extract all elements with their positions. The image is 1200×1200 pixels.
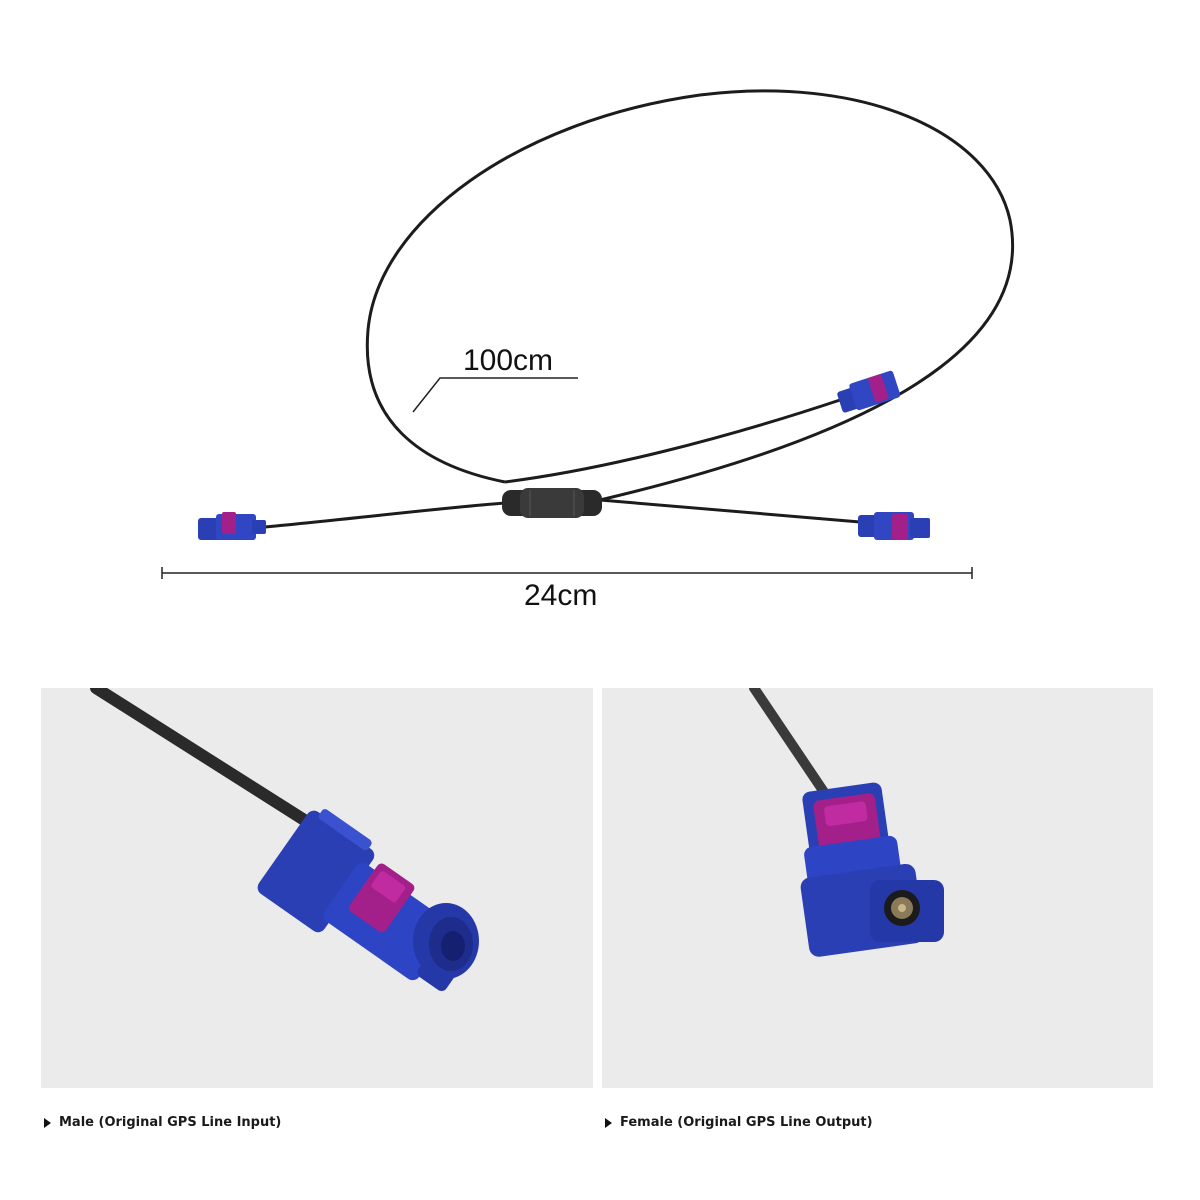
cable-diagram: 100cm 24cm [161,89,1015,612]
female-caption: Female (Original GPS Line Output) [605,1115,873,1130]
connector-upper-icon [837,370,901,413]
triangle-bullet-icon [605,1117,612,1128]
length-leader-line [412,377,578,413]
cable-length-label: 100cm [463,344,553,377]
male-caption-text: Male (Original GPS Line Input) [59,1115,282,1130]
span-dimension-line [161,567,973,579]
connector-lower-icon [858,512,930,540]
male-caption: Male (Original GPS Line Input) [44,1115,281,1130]
female-connector-icon [749,688,944,957]
female-caption-text: Female (Original GPS Line Output) [620,1115,873,1130]
male-connector-icon [90,688,479,992]
cable-lead-right [599,498,861,524]
cable-loop [365,89,1015,502]
female-connector-photo [602,688,1153,1088]
span-length-label: 24cm [524,579,597,612]
male-connector-photo [41,688,593,1088]
splitter-sleeve [502,488,602,518]
cable-lead-left [264,501,506,529]
connector-left-icon [198,512,266,540]
cable-branch-upper [504,398,841,484]
triangle-bullet-icon [44,1117,51,1128]
